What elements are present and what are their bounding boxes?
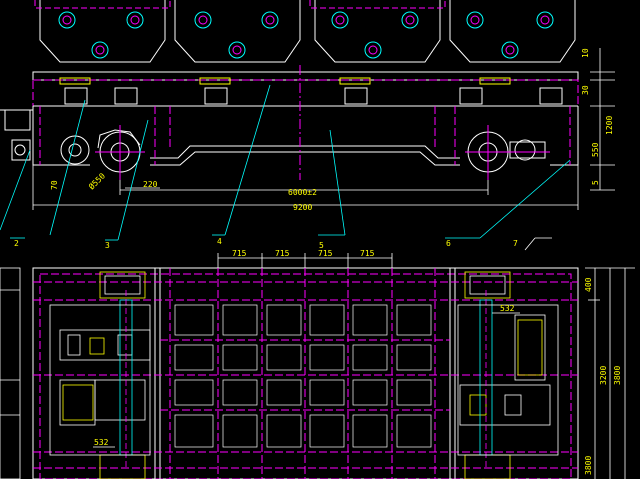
dim-height-low: 5: [591, 180, 600, 185]
dim-top-right-a: 10: [581, 48, 590, 58]
elevation-blocks: [59, 77, 563, 105]
dim-drive-right: 532: [500, 304, 515, 313]
dim-width-b: 3200: [599, 366, 608, 385]
dim-height-axle: 550: [591, 142, 600, 157]
plan-left-hatch: [0, 267, 21, 479]
dim-wheel-radius: 70: [50, 180, 59, 190]
part-number-2: 2: [14, 239, 19, 248]
dim-height-total: 1200: [605, 116, 614, 135]
elevation-dimension-lines: [32, 48, 615, 210]
dim-spacing-1: 715: [232, 249, 247, 258]
dim-width-a: 400: [584, 277, 593, 292]
plan-drive-right: [457, 271, 559, 479]
elevation-wheel-left: [60, 125, 145, 180]
dim-spacing-4: 715: [360, 249, 375, 258]
plan-drive-left: [49, 271, 151, 479]
part-leader-lines: [0, 84, 571, 251]
part-number-4: 4: [217, 237, 222, 246]
elevation-frame: [32, 65, 579, 180]
dim-wheel-offset: 220: [143, 180, 158, 189]
part-number-6: 6: [446, 239, 451, 248]
part-number-3: 3: [105, 241, 110, 250]
dim-width-c: 3800: [584, 456, 593, 475]
dim-spacing-2: 715: [275, 249, 290, 258]
part-number-7: 7: [513, 239, 518, 248]
top-hoppers: [34, 0, 576, 63]
dim-overall-length: 9200: [293, 203, 312, 212]
plan-dimension-lines: [93, 253, 635, 479]
hopper-bolt-circles: [58, 11, 554, 59]
elevation-wheel-right: [465, 125, 550, 180]
plan-cells: [174, 304, 432, 448]
dim-top-right-b: 30: [581, 85, 590, 95]
part-number-5: 5: [319, 241, 324, 250]
dim-spacing-3: 715: [318, 249, 333, 258]
dim-wheelbase: 6000±2: [288, 188, 317, 197]
dim-width-total: 3800: [613, 366, 622, 385]
dim-drive-left: 532: [94, 438, 109, 447]
